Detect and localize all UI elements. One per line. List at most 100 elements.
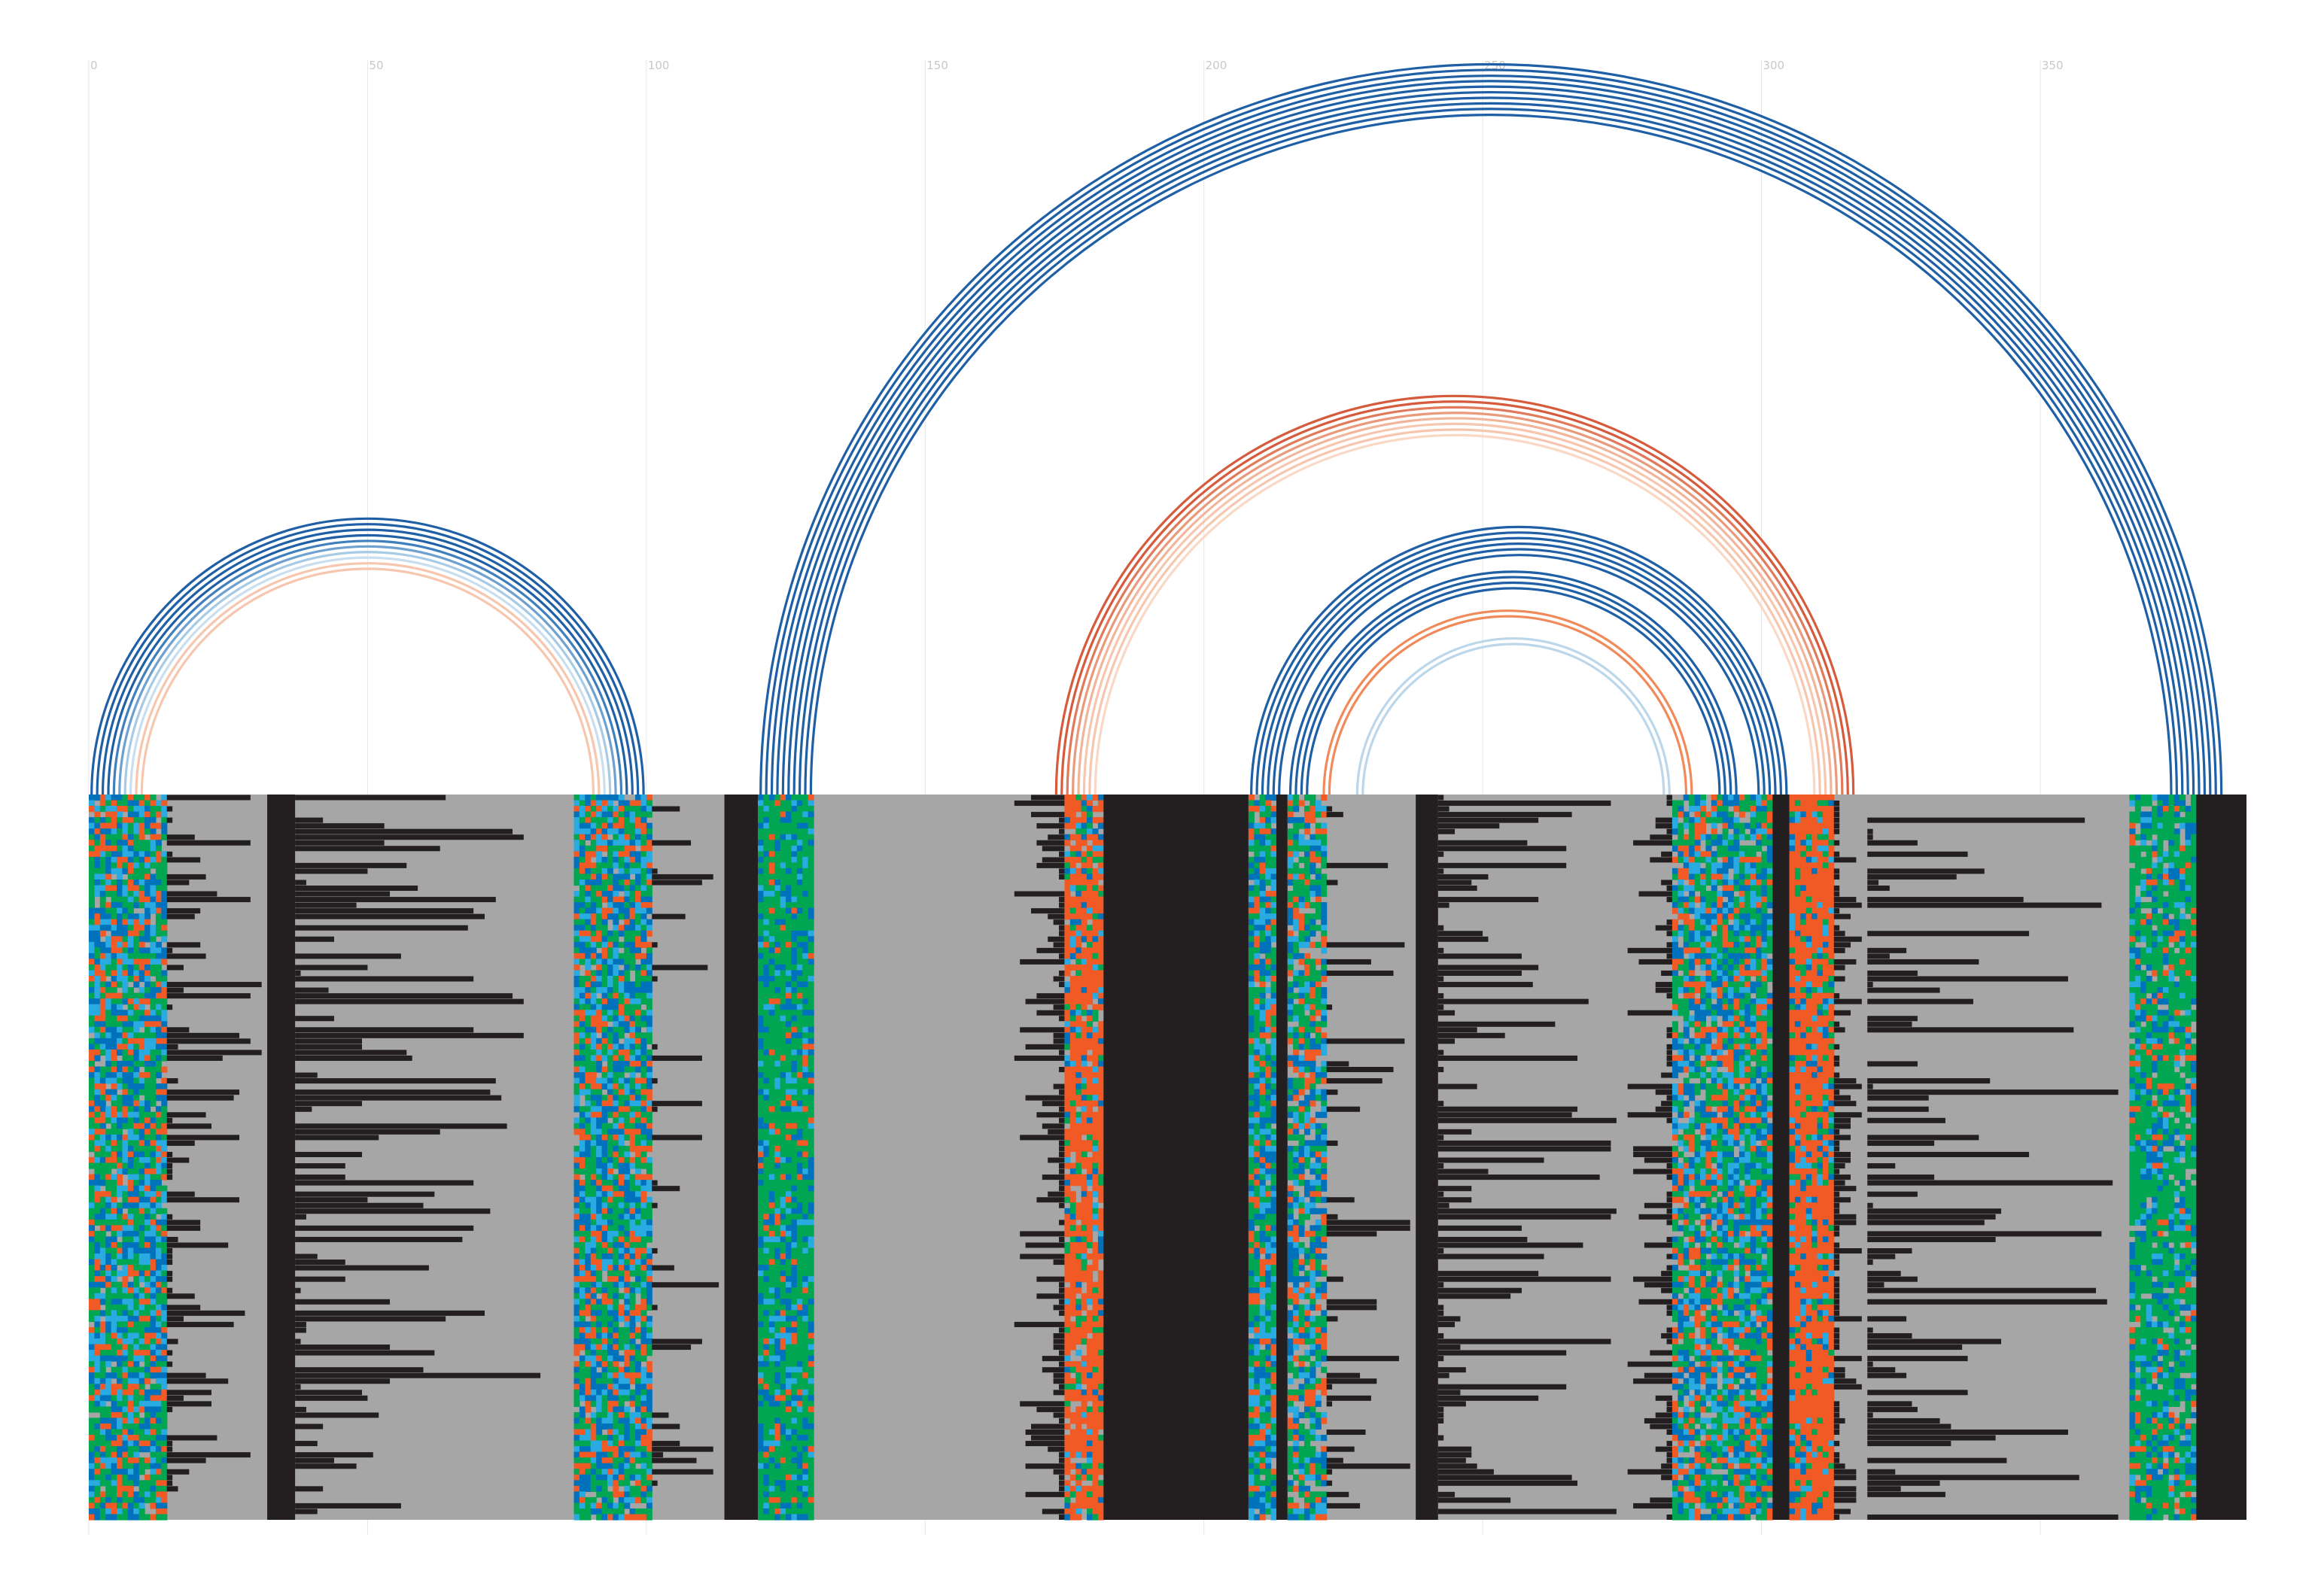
nucleotide-cell	[758, 1214, 764, 1220]
nucleotide-cell	[105, 1372, 111, 1378]
nucleotide-cell	[646, 993, 652, 999]
nucleotide-cell	[619, 1316, 625, 1322]
nucleotide-cell	[769, 1168, 775, 1174]
nucleotide-cell	[802, 1140, 808, 1146]
nucleotide-cell	[133, 942, 139, 948]
nucleotide-cell	[591, 812, 597, 818]
nucleotide-cell	[769, 1231, 775, 1237]
nucleotide-cell	[646, 1338, 652, 1345]
nucleotide-cell	[607, 1186, 613, 1192]
nucleotide-cell	[791, 1180, 797, 1186]
nucleotide-cell	[156, 1299, 162, 1305]
nucleotide-cell	[774, 1452, 780, 1458]
nucleotide-cell	[802, 1310, 808, 1316]
nucleotide-cell	[128, 1491, 134, 1497]
nucleotide-cell	[613, 1321, 619, 1327]
nucleotide-cell	[763, 1044, 769, 1050]
nucleotide-cell	[574, 1202, 580, 1208]
nucleotide-cell	[802, 1338, 808, 1345]
nucleotide-cell	[122, 1293, 128, 1299]
match-run	[295, 1107, 312, 1112]
nucleotide-cell	[574, 976, 580, 982]
nucleotide-cell	[105, 1424, 111, 1430]
nucleotide-cell	[640, 1497, 646, 1503]
nucleotide-cell	[758, 1276, 764, 1282]
nucleotide-cell	[774, 1146, 780, 1152]
nucleotide-cell	[630, 1356, 636, 1362]
nucleotide-cell	[802, 840, 808, 846]
nucleotide-cell	[94, 1316, 100, 1322]
nucleotide-cell	[111, 801, 117, 807]
nucleotide-cell	[585, 795, 591, 801]
nucleotide-cell	[574, 1061, 580, 1067]
nucleotide-cell	[758, 1327, 764, 1333]
nucleotide-cell	[802, 1367, 808, 1373]
nucleotide-cell	[763, 919, 769, 925]
match-run	[295, 795, 446, 801]
nucleotide-cell	[105, 1027, 111, 1033]
match-run	[1059, 1481, 1064, 1486]
nucleotide-cell	[596, 1390, 602, 1396]
nucleotide-cell	[630, 801, 636, 807]
nucleotide-cell	[774, 1509, 780, 1515]
nucleotide-cell	[591, 862, 597, 868]
nucleotide-cell	[579, 925, 586, 931]
nucleotide-cell	[591, 834, 597, 840]
nucleotide-cell	[646, 1457, 652, 1463]
nucleotide-cell	[94, 1083, 100, 1089]
nucleotide-cell	[802, 806, 808, 812]
nucleotide-cell	[122, 953, 128, 959]
nucleotide-cell	[161, 1412, 167, 1418]
nucleotide-cell	[574, 1350, 580, 1356]
nucleotide-cell	[786, 1248, 792, 1254]
nucleotide-cell	[144, 1350, 151, 1356]
nucleotide-cell	[117, 1157, 123, 1163]
nucleotide-cell	[111, 1282, 117, 1288]
nucleotide-cell	[100, 806, 106, 812]
nucleotide-cell	[619, 862, 625, 868]
nucleotide-cell	[786, 1038, 792, 1044]
nucleotide-cell	[161, 1146, 167, 1152]
nucleotide-cell	[640, 1271, 646, 1277]
nucleotide-cell	[802, 1469, 808, 1475]
nucleotide-cell	[802, 1259, 808, 1266]
nucleotide-cell	[613, 1140, 619, 1146]
nucleotide-cell	[579, 1332, 586, 1338]
nucleotide-cell	[128, 886, 134, 892]
nucleotide-cell	[139, 1345, 145, 1351]
nucleotide-cell	[105, 902, 111, 908]
nucleotide-cell	[635, 1395, 641, 1401]
nucleotide-cell	[613, 931, 619, 937]
nucleotide-cell	[133, 936, 139, 942]
nucleotide-cell	[624, 1350, 630, 1356]
nucleotide-cell	[156, 1395, 162, 1401]
nucleotide-cell	[105, 919, 111, 925]
nucleotide-cell	[624, 1372, 630, 1378]
nucleotide-cell	[585, 987, 591, 993]
nucleotide-cell	[574, 1446, 580, 1452]
nucleotide-cell	[646, 1106, 652, 1112]
nucleotide-cell	[635, 1197, 641, 1203]
nucleotide-cell	[619, 931, 625, 937]
nucleotide-cell	[602, 1265, 608, 1271]
nucleotide-cell	[100, 1038, 106, 1044]
nucleotide-cell	[156, 1044, 162, 1050]
nucleotide-cell	[613, 1253, 619, 1259]
nucleotide-cell	[111, 1157, 117, 1163]
nucleotide-cell	[89, 1276, 95, 1282]
nucleotide-cell	[94, 942, 100, 948]
nucleotide-cell	[640, 1163, 646, 1169]
nucleotide-cell	[596, 1016, 602, 1022]
nucleotide-cell	[100, 1350, 106, 1356]
nucleotide-cell	[791, 1259, 797, 1266]
nucleotide-cell	[780, 942, 786, 948]
nucleotide-cell	[624, 925, 630, 931]
nucleotide-cell	[117, 1293, 123, 1299]
match-run	[1059, 925, 1064, 931]
nucleotide-cell	[94, 947, 100, 953]
nucleotide-cell	[150, 851, 156, 857]
nucleotide-cell	[122, 1345, 128, 1351]
nucleotide-cell	[763, 828, 769, 834]
nucleotide-cell	[619, 1390, 625, 1396]
nucleotide-cell	[774, 998, 780, 1004]
